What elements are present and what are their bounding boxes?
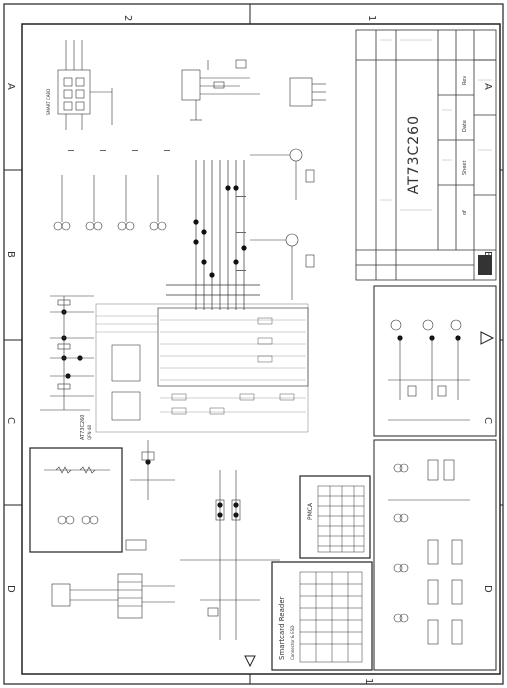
right-upper-content [388, 319, 470, 421]
title-sheet-label: Sheet [462, 161, 468, 175]
left-components [40, 295, 94, 411]
company-logo [478, 255, 492, 275]
smartcard-reader-table [299, 571, 363, 663]
main-ic-sub: QFN-48 [87, 425, 92, 440]
inner-frame [21, 23, 501, 675]
main-ic-label: AT73C260 [80, 415, 86, 440]
main-ic [95, 303, 309, 433]
panel-smartcard-reader [271, 561, 373, 671]
center-arrow-right [480, 331, 495, 345]
pmca-label: PMCA [307, 502, 314, 520]
smartcard-reader-sub: Connector & ESD [290, 626, 295, 660]
smartcard-reader-title: Smartcard Reader [278, 596, 286, 660]
bottom-left-connector [51, 539, 175, 619]
smart-card-connector [57, 40, 113, 130]
row-label-right-b: B [482, 251, 493, 258]
row-label-right-c: C [482, 417, 493, 424]
right-lower-content [388, 459, 470, 645]
left-box-content [44, 466, 110, 525]
center-lower-content [130, 440, 280, 640]
top-regulator [181, 59, 260, 121]
transistors-mid [250, 148, 315, 300]
junction-dots [61, 185, 461, 518]
annotation-ticks [68, 150, 246, 271]
title-part-number: AT73C260 [406, 115, 422, 194]
smart-card-label: SMART CARD [46, 89, 51, 115]
diode-row [53, 175, 167, 231]
col-label-2: 2 [122, 15, 133, 21]
bus-lines [166, 160, 260, 310]
panel-pmca [299, 475, 371, 559]
usb-connector [289, 77, 326, 107]
panel-right-upper [373, 285, 497, 437]
row-label-right-a: A [482, 83, 493, 90]
title-of-label: of [462, 210, 468, 215]
pmca-table [317, 485, 365, 553]
col-label-1: 1 [366, 15, 377, 21]
col-label-bottom-1: 1 [363, 678, 374, 684]
row-label-right-d: D [482, 585, 493, 593]
title-block [355, 29, 497, 281]
panel-left-mid [29, 447, 123, 553]
row-label-left-d: D [5, 585, 16, 593]
outer-frame [3, 3, 504, 685]
panel-right-lower [373, 439, 497, 671]
title-date-label: Date [462, 120, 468, 132]
row-label-left-c: C [5, 417, 16, 424]
title-rev-label: Rev [462, 76, 468, 85]
center-arrow-bottom [244, 655, 256, 668]
row-label-left-b: B [5, 251, 16, 258]
row-label-left-a: A [5, 83, 16, 90]
